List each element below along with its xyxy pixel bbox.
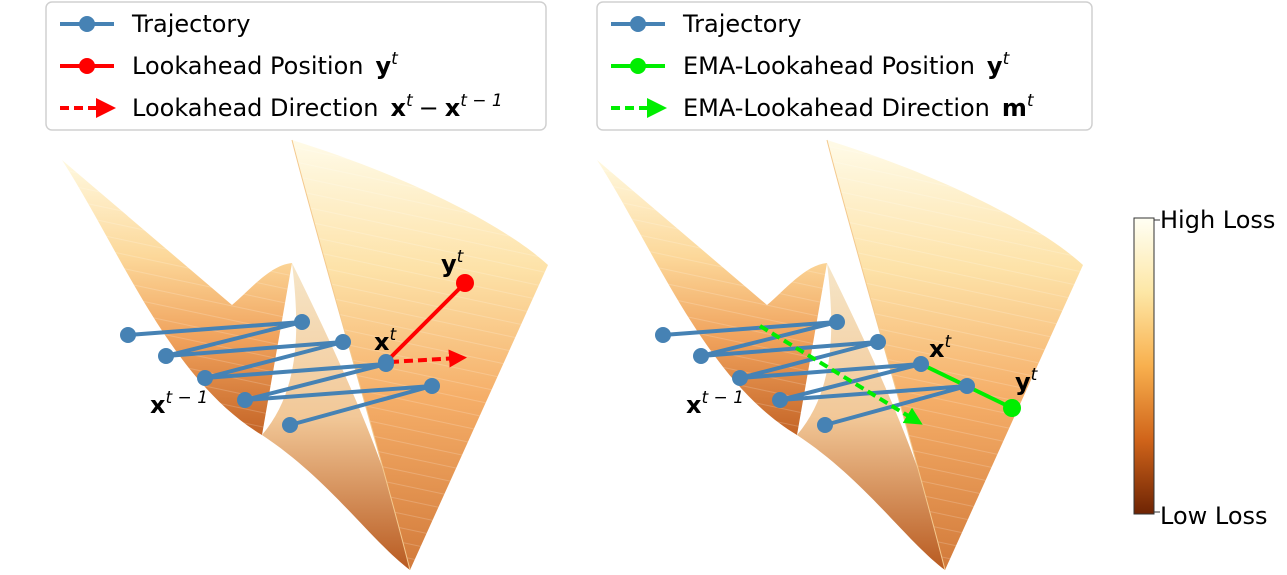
colorbar-low-label: Low Loss: [1160, 502, 1268, 530]
left-loss-surface: [62, 139, 548, 571]
legend-arrow-icon: [647, 98, 667, 118]
left-lookahead-direction-arrow: [389, 349, 467, 368]
right-annotation-xt: xt: [929, 332, 952, 363]
colorbar-gradient: [1133, 217, 1155, 515]
trajectory-point: [772, 392, 788, 408]
trajectory-point: [693, 348, 709, 364]
trajectory-point: [120, 327, 136, 343]
legend-marker-trajectory: [630, 16, 646, 32]
right-trajectory-points: [655, 314, 886, 433]
right-annotation-xt1: xt − 1: [686, 388, 744, 419]
legend-marker-ema-position: [630, 58, 646, 74]
right-ema-position-point: [1003, 399, 1021, 417]
left-annotation-xt1: xt − 1: [150, 388, 208, 419]
trajectory-point: [959, 378, 975, 394]
trajectory-point: [197, 370, 213, 386]
trajectory-point: [237, 392, 253, 408]
left-current-point: [378, 354, 394, 370]
trajectory-point: [282, 417, 298, 433]
legend-arrow-icon: [96, 98, 116, 118]
left-lookahead-position-line: [384, 281, 467, 364]
left-annotation-xt: xt: [374, 325, 397, 356]
right-current-point: [913, 356, 929, 372]
colorbar-high-label: High Loss: [1160, 206, 1275, 234]
trajectory-point: [829, 314, 845, 330]
right-annotation-yt: yt: [1015, 365, 1039, 396]
trajectory-point: [732, 370, 748, 386]
right-ema-direction-arrow: [758, 324, 923, 425]
trajectory-point: [655, 327, 671, 343]
trajectory-point: [817, 417, 833, 433]
trajectory-point: [424, 378, 440, 394]
trajectory-point: [294, 314, 310, 330]
trajectory-point: [158, 348, 174, 364]
legend-marker-trajectory: [79, 16, 95, 32]
legend-marker-lookahead-position: [79, 58, 95, 74]
trajectory-point: [870, 334, 886, 350]
left-panel: xt xt − 1 yt Trajectory Lookahead Positi…: [45, 1, 548, 571]
legend-label-trajectory: Trajectory: [682, 10, 802, 38]
left-annotation-yt: yt: [441, 247, 465, 278]
colorbar: High Loss Low Loss: [1133, 206, 1275, 530]
left-lookahead-position-point: [456, 274, 474, 292]
right-loss-surface: [597, 139, 1083, 571]
trajectory-point: [335, 334, 351, 350]
legend-label-trajectory: Trajectory: [131, 10, 251, 38]
right-panel: xt xt − 1 yt Trajectory EMA-Lookahead Po…: [596, 1, 1093, 571]
